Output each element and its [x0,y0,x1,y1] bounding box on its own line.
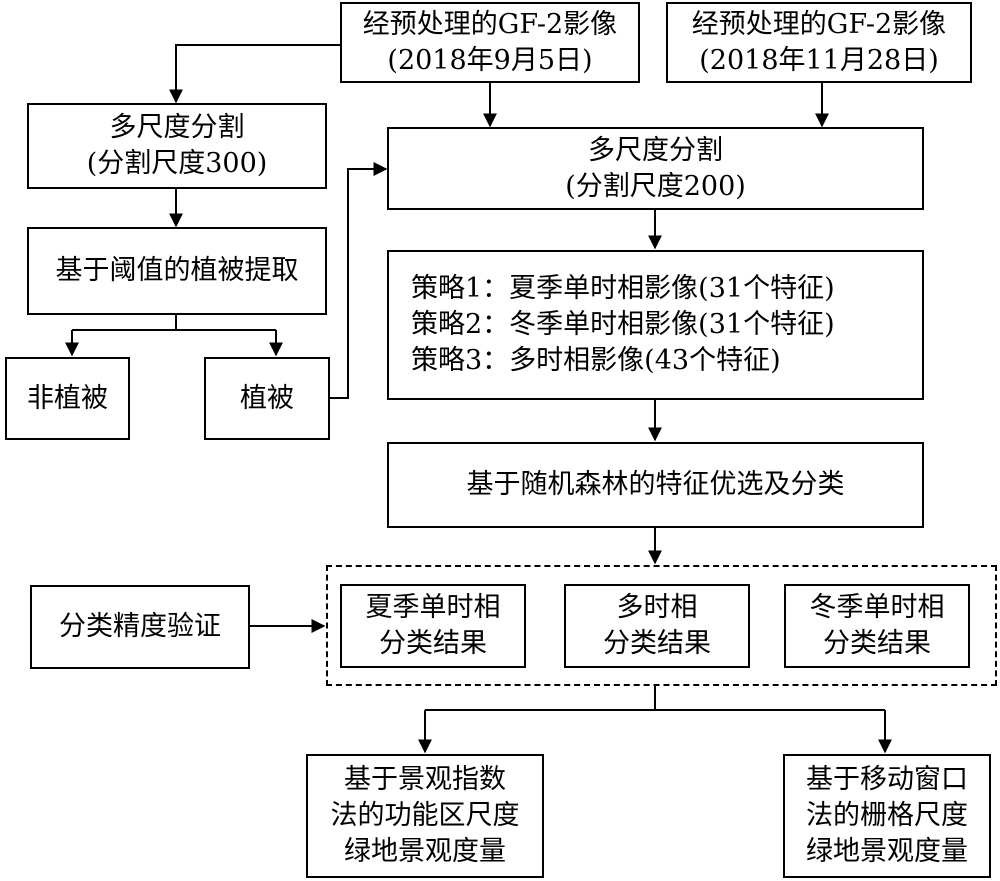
summer-result-box: 夏季单时相 分类结果 [340,584,526,668]
random-forest-label: 基于随机森林的特征优选及分类 [466,469,845,500]
landscape-index-line3: 绿地景观度量 [344,836,506,867]
image-nov-title: 经预处理的GF-2影像 [691,8,947,40]
landscape-index-line2: 法的功能区尺度 [330,800,520,831]
vegetation-extraction-box: 基于阈值的植被提取 [27,227,327,315]
summer-result-line2: 分类结果 [379,628,487,659]
strategy-3: 策略3：多时相影像(43个特征) [411,345,781,376]
image-nov-date: (2018年11月28日) [699,44,939,76]
winter-result-line1: 冬季单时相 [809,592,945,623]
vegetation-box: 植被 [204,357,330,440]
non-vegetation-box: 非植被 [5,357,130,440]
non-vegetation-label: 非植被 [27,382,108,414]
multi-temporal-result-line1: 多时相 [616,592,698,623]
segmentation-300-title: 多尺度分割 [109,112,245,143]
image-sep-title: 经预处理的GF-2影像 [362,8,618,40]
multi-temporal-result-box: 多时相 分类结果 [564,584,750,668]
strategy-1: 策略1：夏季单时相影像(31个特征) [411,273,835,304]
summer-result-line1: 夏季单时相 [365,592,501,623]
results-group [326,565,997,686]
segmentation-200-scale: (分割尺度200) [565,170,746,202]
line-extract-split [72,315,276,331]
winter-result-line2: 分类结果 [823,628,931,659]
arrow-img-to-seg300 [169,44,340,104]
random-forest-box: 基于随机森林的特征优选及分类 [387,442,924,528]
strategy-2: 策略2：冬季单时相影像(31个特征) [411,309,835,340]
winter-result-box: 冬季单时相 分类结果 [784,584,970,668]
segmentation-200-box: 多尺度分割 (分割尺度200) [387,127,924,210]
segmentation-300-box: 多尺度分割 (分割尺度300) [27,103,327,189]
image-nov-box: 经预处理的GF-2影像 (2018年11月28日) [666,2,972,83]
image-sep-box: 经预处理的GF-2影像 (2018年9月5日) [340,2,640,83]
line-results-split [425,686,885,711]
accuracy-validation-label: 分类精度验证 [59,611,221,642]
arrow-veg-to-seg200 [330,162,388,399]
accuracy-validation-box: 分类精度验证 [30,585,250,669]
segmentation-300-scale: (分割尺度300) [86,148,268,179]
moving-window-box: 基于移动窗口 法的栅格尺度 绿地景观度量 [783,754,991,878]
segmentation-200-title: 多尺度分割 [588,134,723,166]
moving-window-line1: 基于移动窗口 [806,764,968,795]
strategies-box: 策略1：夏季单时相影像(31个特征) 策略2：冬季单时相影像(31个特征) 策略… [387,250,924,400]
vegetation-extraction-label: 基于阈值的植被提取 [55,255,299,286]
vegetation-label: 植被 [240,382,294,414]
landscape-index-box: 基于景观指数 法的功能区尺度 绿地景观度量 [306,754,544,878]
moving-window-line3: 绿地景观度量 [806,836,968,867]
image-sep-date: (2018年9月5日) [387,44,593,76]
landscape-index-line1: 基于景观指数 [344,764,506,795]
multi-temporal-result-line2: 分类结果 [603,628,711,659]
moving-window-line2: 法的栅格尺度 [806,800,968,831]
